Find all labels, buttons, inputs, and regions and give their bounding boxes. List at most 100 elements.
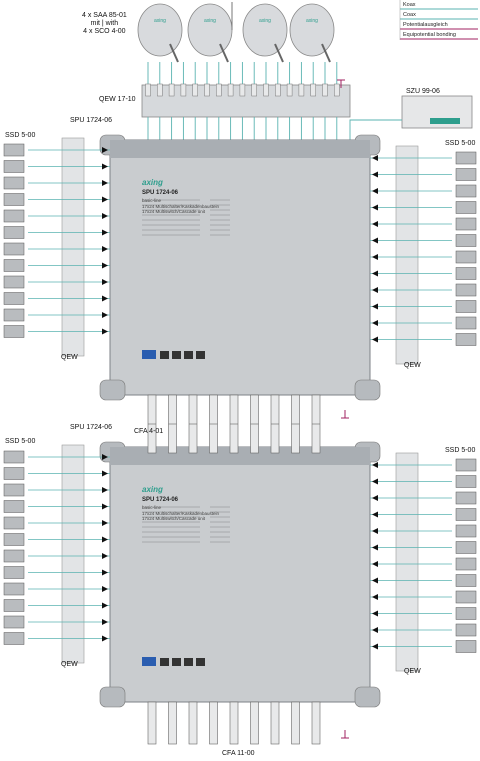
satellite-dish-icon xyxy=(137,3,183,57)
ssd-socket-icon xyxy=(455,316,477,330)
model-top: SPU 1724-06 xyxy=(142,190,179,196)
output-arrow xyxy=(102,470,108,477)
ssd-socket-icon xyxy=(3,209,25,223)
terminator-connector xyxy=(250,701,259,745)
spu-mid-label: SPU 1724-06 xyxy=(70,424,113,431)
ssd-socket-icon xyxy=(455,640,477,653)
output-arrow xyxy=(102,454,108,460)
dish-logo: axing xyxy=(154,18,166,24)
qew-top-label: QEW 17-10 xyxy=(99,96,136,103)
output-arrow xyxy=(102,619,108,625)
output-arrow xyxy=(102,213,108,219)
output-arrow xyxy=(372,511,378,518)
ssd-socket-icon xyxy=(3,308,25,322)
legend-item: Coax xyxy=(403,12,416,18)
output-arrow xyxy=(372,528,378,534)
ssd-socket-icon xyxy=(3,599,25,612)
terminator-connector xyxy=(291,701,300,745)
output-arrow xyxy=(372,237,378,244)
output-arrow xyxy=(372,320,378,326)
ssd-socket-icon xyxy=(3,500,25,513)
output-arrow xyxy=(372,495,378,501)
f-connector xyxy=(216,83,222,97)
legend-item: Koax xyxy=(403,2,416,8)
model-bottom: SPU 1724-06 xyxy=(142,497,179,503)
f-connector xyxy=(298,83,305,97)
output-arrow xyxy=(372,303,378,310)
dish-logo: axing xyxy=(204,18,216,24)
output-arrow xyxy=(372,270,378,277)
output-arrow xyxy=(372,171,378,178)
qew-right-bottom-label: QEW xyxy=(404,668,421,675)
ssd-socket-icon xyxy=(455,201,477,214)
output-arrow xyxy=(372,627,378,633)
f-connector xyxy=(145,83,151,97)
ssd-socket-icon xyxy=(455,283,477,297)
dish-arm xyxy=(219,43,229,63)
ssd-socket-icon xyxy=(455,250,477,264)
ssd-socket-icon xyxy=(3,292,25,305)
qew-right-top-label: QEW xyxy=(404,362,421,369)
ssd-socket-icon xyxy=(455,541,477,554)
output-arrow xyxy=(372,610,378,617)
f-connector xyxy=(180,83,187,97)
output-arrow xyxy=(372,336,378,343)
spu-top-cert-icon xyxy=(142,350,156,359)
output-arrow xyxy=(372,188,378,194)
f-connector xyxy=(286,83,293,97)
output-arrow xyxy=(102,635,108,642)
f-connector xyxy=(239,83,246,97)
ssd-socket-icon xyxy=(3,632,25,645)
spu-top-cert-icon xyxy=(160,351,169,359)
output-arrow xyxy=(102,147,108,153)
output-arrow xyxy=(372,155,378,161)
spu-bottom-cert-icon xyxy=(172,658,181,666)
ssd-socket-icon xyxy=(455,524,477,538)
output-arrow xyxy=(102,536,108,543)
ssd-left-bottom-label: SSD 5-00 xyxy=(5,438,36,445)
terminator-connector xyxy=(209,701,218,745)
output-arrow xyxy=(102,196,108,203)
ssd-socket-icon xyxy=(3,516,25,530)
f-connector xyxy=(251,83,257,97)
legend-item: Equipotential bonding xyxy=(403,32,456,38)
spu-top-cert-icon xyxy=(172,351,181,359)
f-connector xyxy=(192,83,198,97)
ssd-socket-icon xyxy=(455,300,477,313)
ssd-socket-icon xyxy=(455,151,477,165)
terminator-connector xyxy=(311,701,321,745)
spu-bottom-cert-icon xyxy=(160,658,169,666)
output-arrow xyxy=(372,287,378,293)
dish-arm xyxy=(321,43,331,63)
ssd-socket-icon xyxy=(3,193,25,206)
ssd-socket-icon xyxy=(3,533,25,546)
ssd-socket-icon xyxy=(455,574,477,587)
ssd-socket-icon xyxy=(3,226,25,239)
output-arrow xyxy=(102,503,108,510)
f-connector xyxy=(168,83,175,97)
satellite-dish-icon xyxy=(242,3,288,57)
spu-bottom-bracket xyxy=(99,686,126,708)
terminator-connector xyxy=(188,701,198,745)
spu-top-label: SPU 1724-06 xyxy=(70,117,113,124)
szu-status-strip xyxy=(430,118,460,124)
output-arrow xyxy=(102,246,108,252)
ssd-socket-icon xyxy=(3,275,25,289)
spu-top-top-strip xyxy=(110,140,370,158)
ssd-socket-icon xyxy=(3,242,25,256)
dish-arm xyxy=(169,43,179,63)
output-arrow xyxy=(372,204,378,211)
qew-left-top-label: QEW xyxy=(61,354,78,361)
series-top: basic-line xyxy=(142,198,162,203)
ssd-right-bottom-label: SSD 5-00 xyxy=(445,447,476,454)
brand-logo-bottom: axing xyxy=(142,485,163,494)
spu-top-bracket xyxy=(99,379,126,401)
ssd-socket-icon xyxy=(3,450,25,464)
ssd-socket-icon xyxy=(455,333,477,346)
output-arrow xyxy=(102,602,108,609)
spu-top-rail-left xyxy=(61,137,85,357)
output-arrow xyxy=(102,229,108,236)
output-arrow xyxy=(372,577,378,584)
ssd-socket-icon xyxy=(455,491,477,505)
